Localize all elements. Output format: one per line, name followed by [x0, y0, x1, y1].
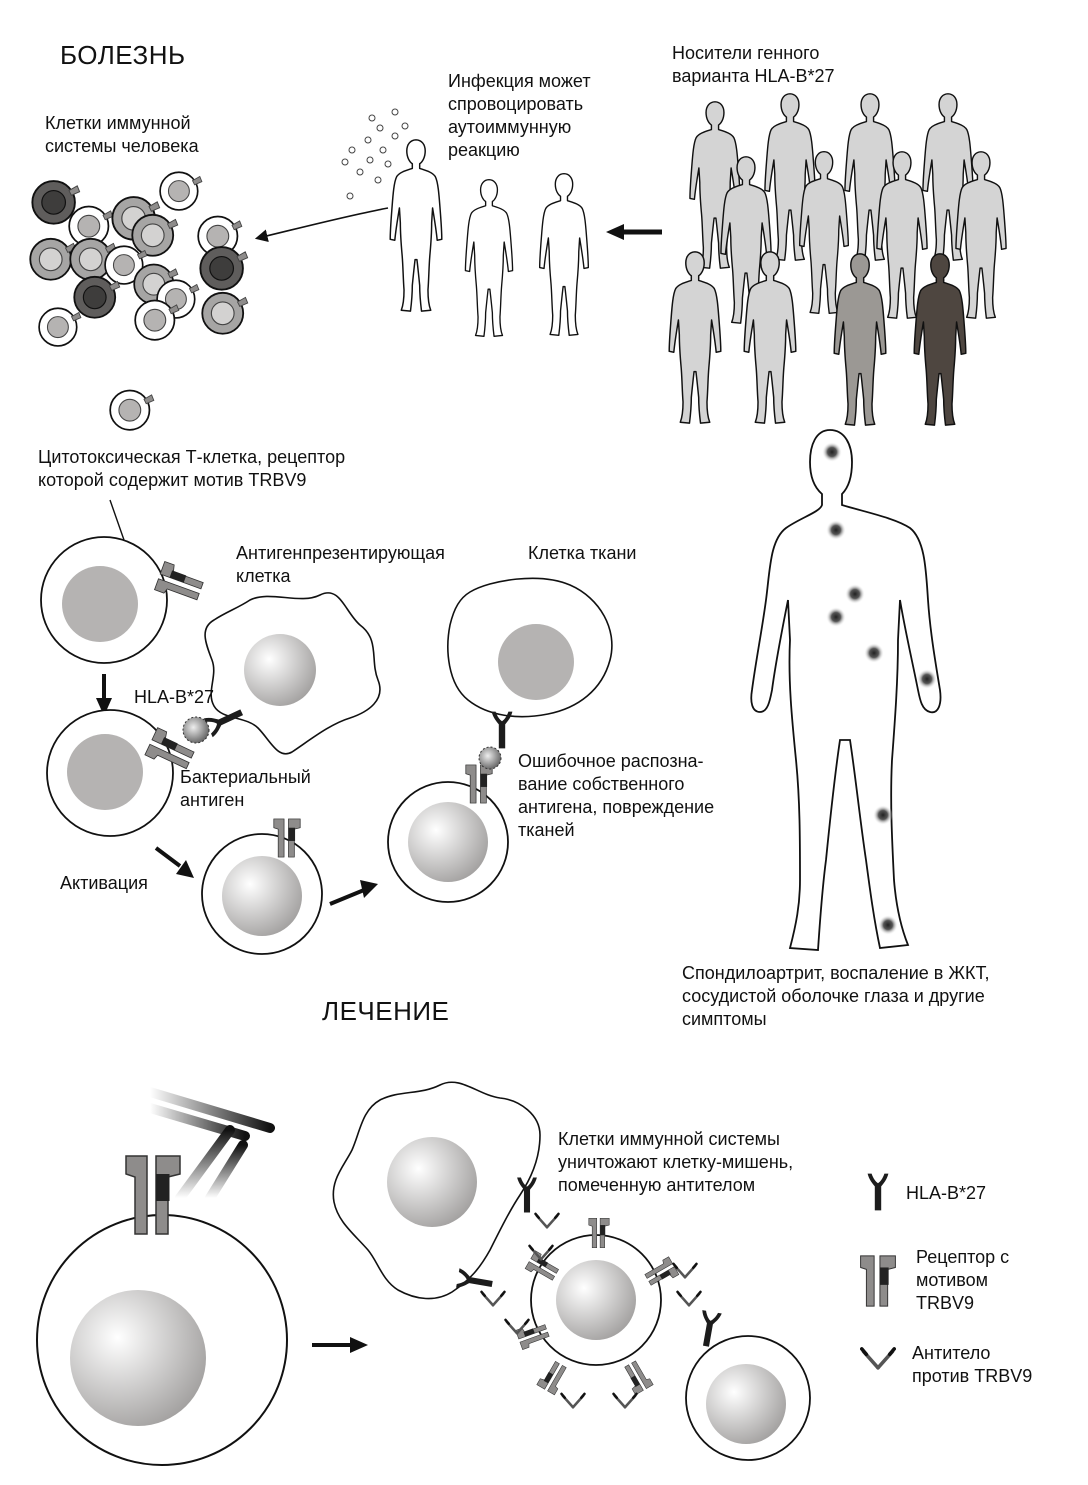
treatment-heading: ЛЕЧЕНИЕ	[322, 996, 450, 1026]
immune-cell-cluster	[29, 171, 249, 347]
misrecognition-label: Ошибочное распозна- вание собственного а…	[518, 751, 715, 840]
bacterial-antigen-label: Бактериальный антиген	[180, 767, 311, 810]
legend-antibody-icon	[860, 1347, 896, 1386]
t-cell-attacking	[387, 746, 509, 903]
hla-label: HLA-B*27	[134, 687, 215, 707]
activation-label: Активация	[60, 873, 148, 893]
killer-cell-1	[332, 1081, 541, 1300]
arrow-to-attack	[329, 880, 378, 906]
legend-receptor-icon	[860, 1255, 896, 1307]
legend-hla-label: HLA-B*27	[906, 1183, 987, 1203]
arrow-down	[96, 674, 112, 716]
target-cell-large	[36, 1155, 288, 1466]
t-cell-large	[40, 536, 206, 664]
carriers-crowd	[668, 92, 1007, 426]
target-cell-labeled	[456, 1177, 722, 1420]
legend-hla-icon	[867, 1173, 889, 1211]
t-cell-small	[109, 389, 155, 431]
t-cell-activated	[201, 818, 323, 955]
immune-cells-label: Клетки иммунной системы человека	[45, 113, 199, 156]
t-cell-label: Цитотоксическая Т-клетка, рецептор котор…	[38, 447, 346, 490]
body-inflammation	[750, 429, 942, 951]
tissue-cell	[447, 577, 613, 749]
killer-cell-2	[685, 1335, 811, 1461]
destroy-label: Клетки иммунной системы уничтожают клетк…	[558, 1129, 794, 1195]
infection-label: Инфекция может спровоцировать аутоиммунн…	[448, 71, 591, 160]
t-cell-pointer	[109, 499, 125, 541]
arrow-to-immune-cells	[254, 207, 389, 243]
arrow-activation	[154, 846, 194, 878]
arrow-treatment	[312, 1337, 368, 1353]
symptoms-label: Спондилоартрит, воспаление в ЖКТ, сосуди…	[682, 963, 990, 1029]
apc-label: Антигенпрезентирующая клетка	[236, 543, 445, 586]
carriers-label: Носители генного варианта HLA-B*27	[672, 43, 835, 86]
antigen-presenting-cell	[204, 592, 381, 755]
arrow-from-carriers	[606, 224, 662, 240]
disease-heading: БОЛЕЗНЬ	[60, 40, 186, 70]
legend-antibody-label: Антитело против TRBV9	[912, 1343, 1033, 1386]
infected-people	[389, 139, 590, 338]
legend-receptor-label: Рецептор с мотивом TRBV9	[916, 1247, 1010, 1313]
tissue-cell-label: Клетка ткани	[528, 543, 637, 563]
infection-particles	[341, 108, 409, 200]
t-cell-binding	[46, 702, 247, 837]
antibody-large	[145, 1087, 275, 1203]
